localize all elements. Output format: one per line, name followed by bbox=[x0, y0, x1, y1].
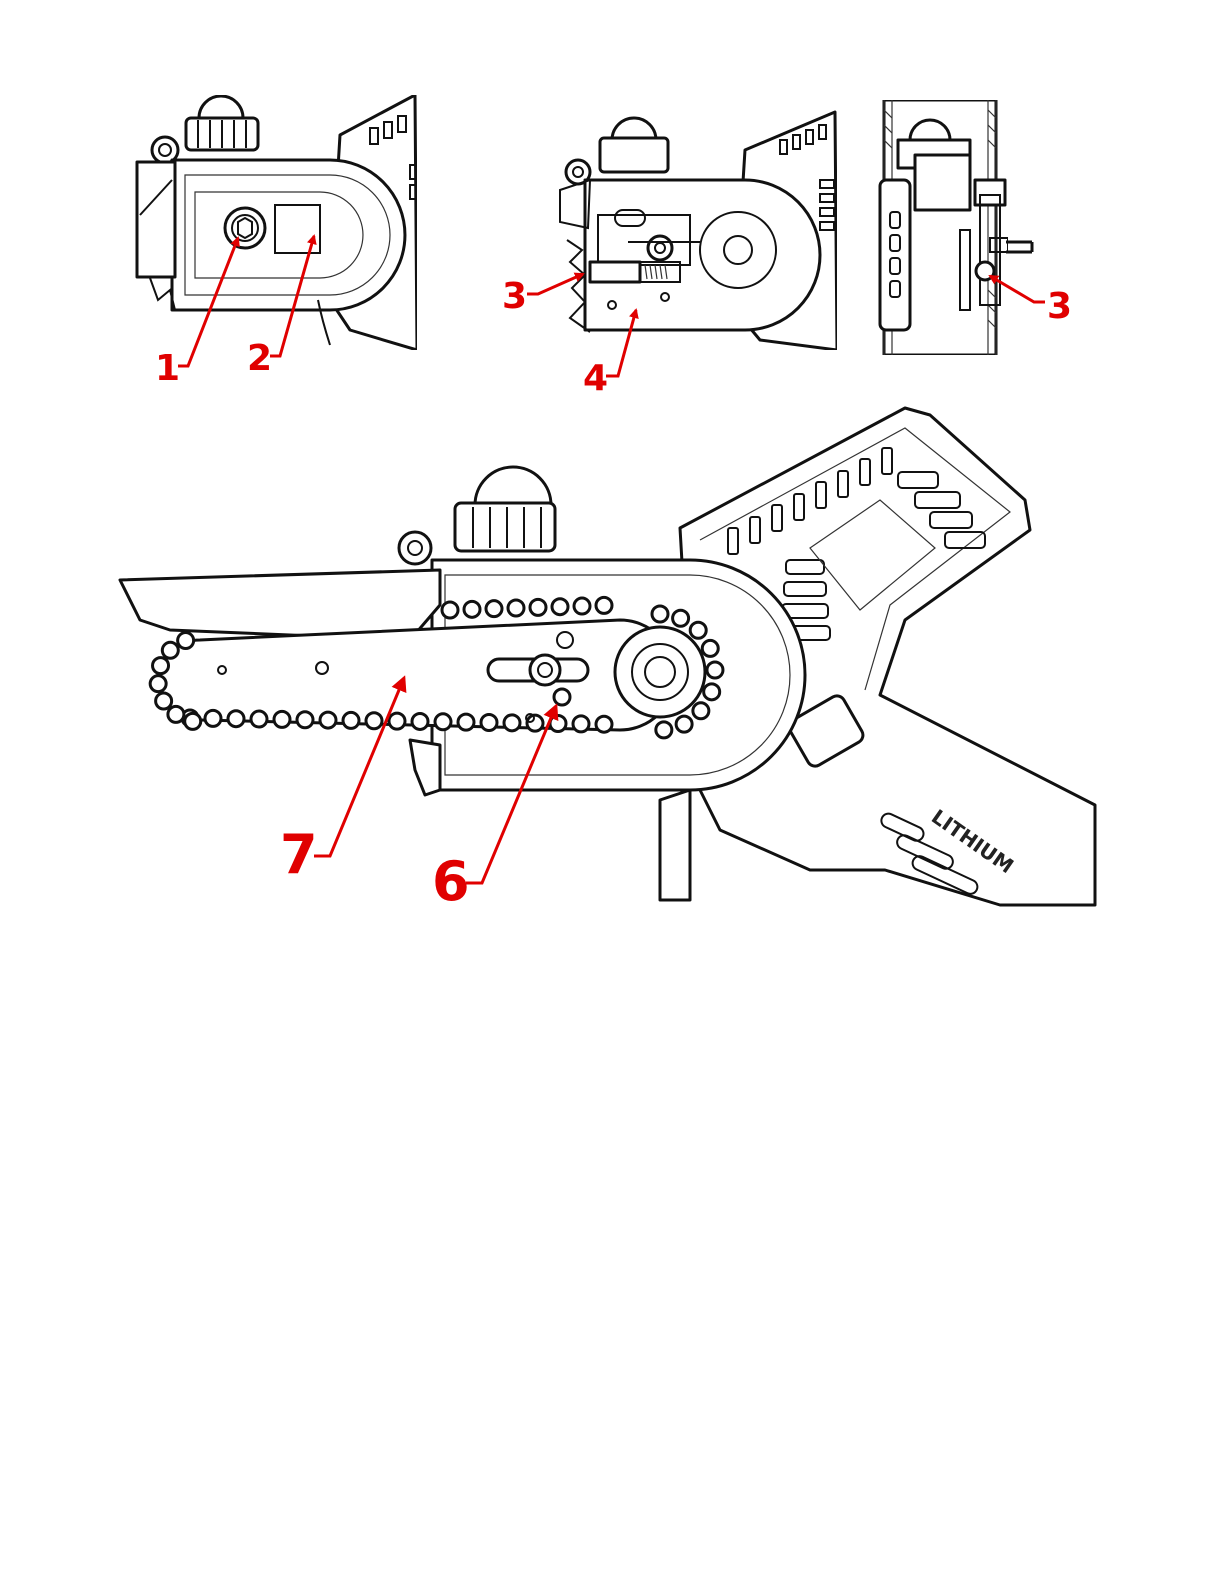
chain-link bbox=[693, 703, 709, 719]
chain-link bbox=[552, 599, 568, 615]
chain-link bbox=[652, 606, 668, 622]
chain-link bbox=[574, 598, 590, 614]
chain-link bbox=[320, 712, 336, 728]
chain-link bbox=[162, 642, 178, 658]
chain-link bbox=[596, 716, 612, 732]
chain-link bbox=[596, 597, 612, 613]
chain-link bbox=[656, 722, 672, 738]
chain-link bbox=[458, 714, 474, 730]
callout-7: 7 bbox=[280, 823, 318, 886]
chain-link bbox=[205, 710, 221, 726]
callout-4: 4 bbox=[583, 358, 608, 399]
chain-link bbox=[690, 622, 706, 638]
callout-6: 6 bbox=[432, 850, 470, 913]
diagram-cover-closed bbox=[137, 95, 417, 350]
chain-link bbox=[676, 716, 692, 732]
chain-link bbox=[343, 712, 359, 728]
chain-link bbox=[185, 713, 201, 729]
chain-link bbox=[481, 714, 497, 730]
diagram-end-view bbox=[880, 100, 1008, 355]
chain-link bbox=[442, 602, 458, 618]
callout-3-side: 3 bbox=[1047, 286, 1072, 327]
chain-link bbox=[153, 658, 169, 674]
chain-link bbox=[504, 715, 520, 731]
chain-link bbox=[464, 601, 480, 617]
chain-link bbox=[707, 662, 723, 678]
chain-link bbox=[435, 714, 451, 730]
callout-1: 1 bbox=[155, 348, 180, 389]
chain-link bbox=[228, 711, 244, 727]
callout-3-front: 3 bbox=[502, 276, 527, 317]
chain-link bbox=[673, 610, 689, 626]
chain-link bbox=[486, 601, 502, 617]
chain-link bbox=[389, 713, 405, 729]
chain-link bbox=[156, 693, 172, 709]
diagram-full-tool: LITHIUM bbox=[120, 408, 1095, 905]
chain-link bbox=[150, 676, 166, 692]
chain-link bbox=[573, 716, 589, 732]
chain-link bbox=[527, 715, 543, 731]
chain-link bbox=[702, 640, 718, 656]
chain-link bbox=[508, 600, 524, 616]
chain-link bbox=[168, 706, 184, 722]
chain-link bbox=[704, 684, 720, 700]
callout-2: 2 bbox=[247, 338, 272, 379]
diagram-cover-open bbox=[560, 112, 837, 350]
chain-link bbox=[251, 711, 267, 727]
chain-link bbox=[297, 712, 313, 728]
chain-link bbox=[274, 711, 290, 727]
chain-link bbox=[366, 713, 382, 729]
chain-link bbox=[412, 713, 428, 729]
chain-link bbox=[178, 633, 194, 649]
chain-link bbox=[530, 599, 546, 615]
